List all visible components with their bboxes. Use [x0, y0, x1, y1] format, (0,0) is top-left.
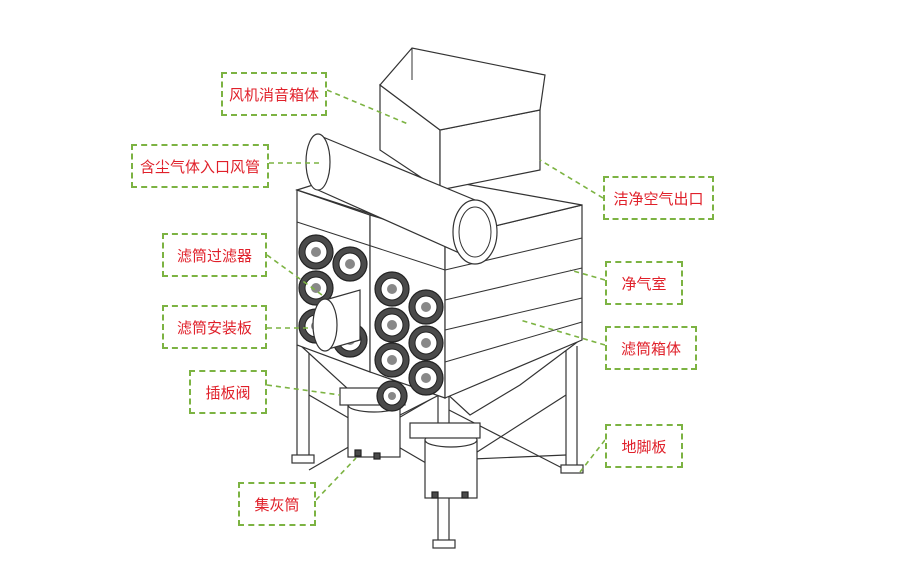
label-fan-silencer-box: 风机消音箱体 — [221, 72, 327, 116]
dusty-gas-inlet-duct — [305, 133, 498, 265]
label-cartridge-mount-plate: 滤筒安装板 — [162, 305, 267, 349]
label-gate-valve: 插板阀 — [189, 370, 267, 414]
label-clean-air-outlet: 洁净空气出口 — [603, 176, 714, 220]
label-dust-bin: 集灰筒 — [238, 482, 316, 526]
label-filter-cartridge: 滤筒过滤器 — [162, 233, 267, 277]
side-inlet-pipe — [312, 289, 361, 352]
label-dusty-gas-inlet-duct: 含尘气体入口风管 — [131, 144, 269, 188]
label-foot-plate: 地脚板 — [605, 424, 683, 468]
label-filter-housing: 滤筒箱体 — [605, 326, 697, 370]
fan-silencer-box — [379, 47, 546, 192]
leader-lines — [266, 89, 606, 501]
dust-bins — [339, 387, 481, 499]
filter-cartridges — [298, 234, 444, 412]
label-clean-air-chamber: 净气室 — [605, 261, 683, 305]
